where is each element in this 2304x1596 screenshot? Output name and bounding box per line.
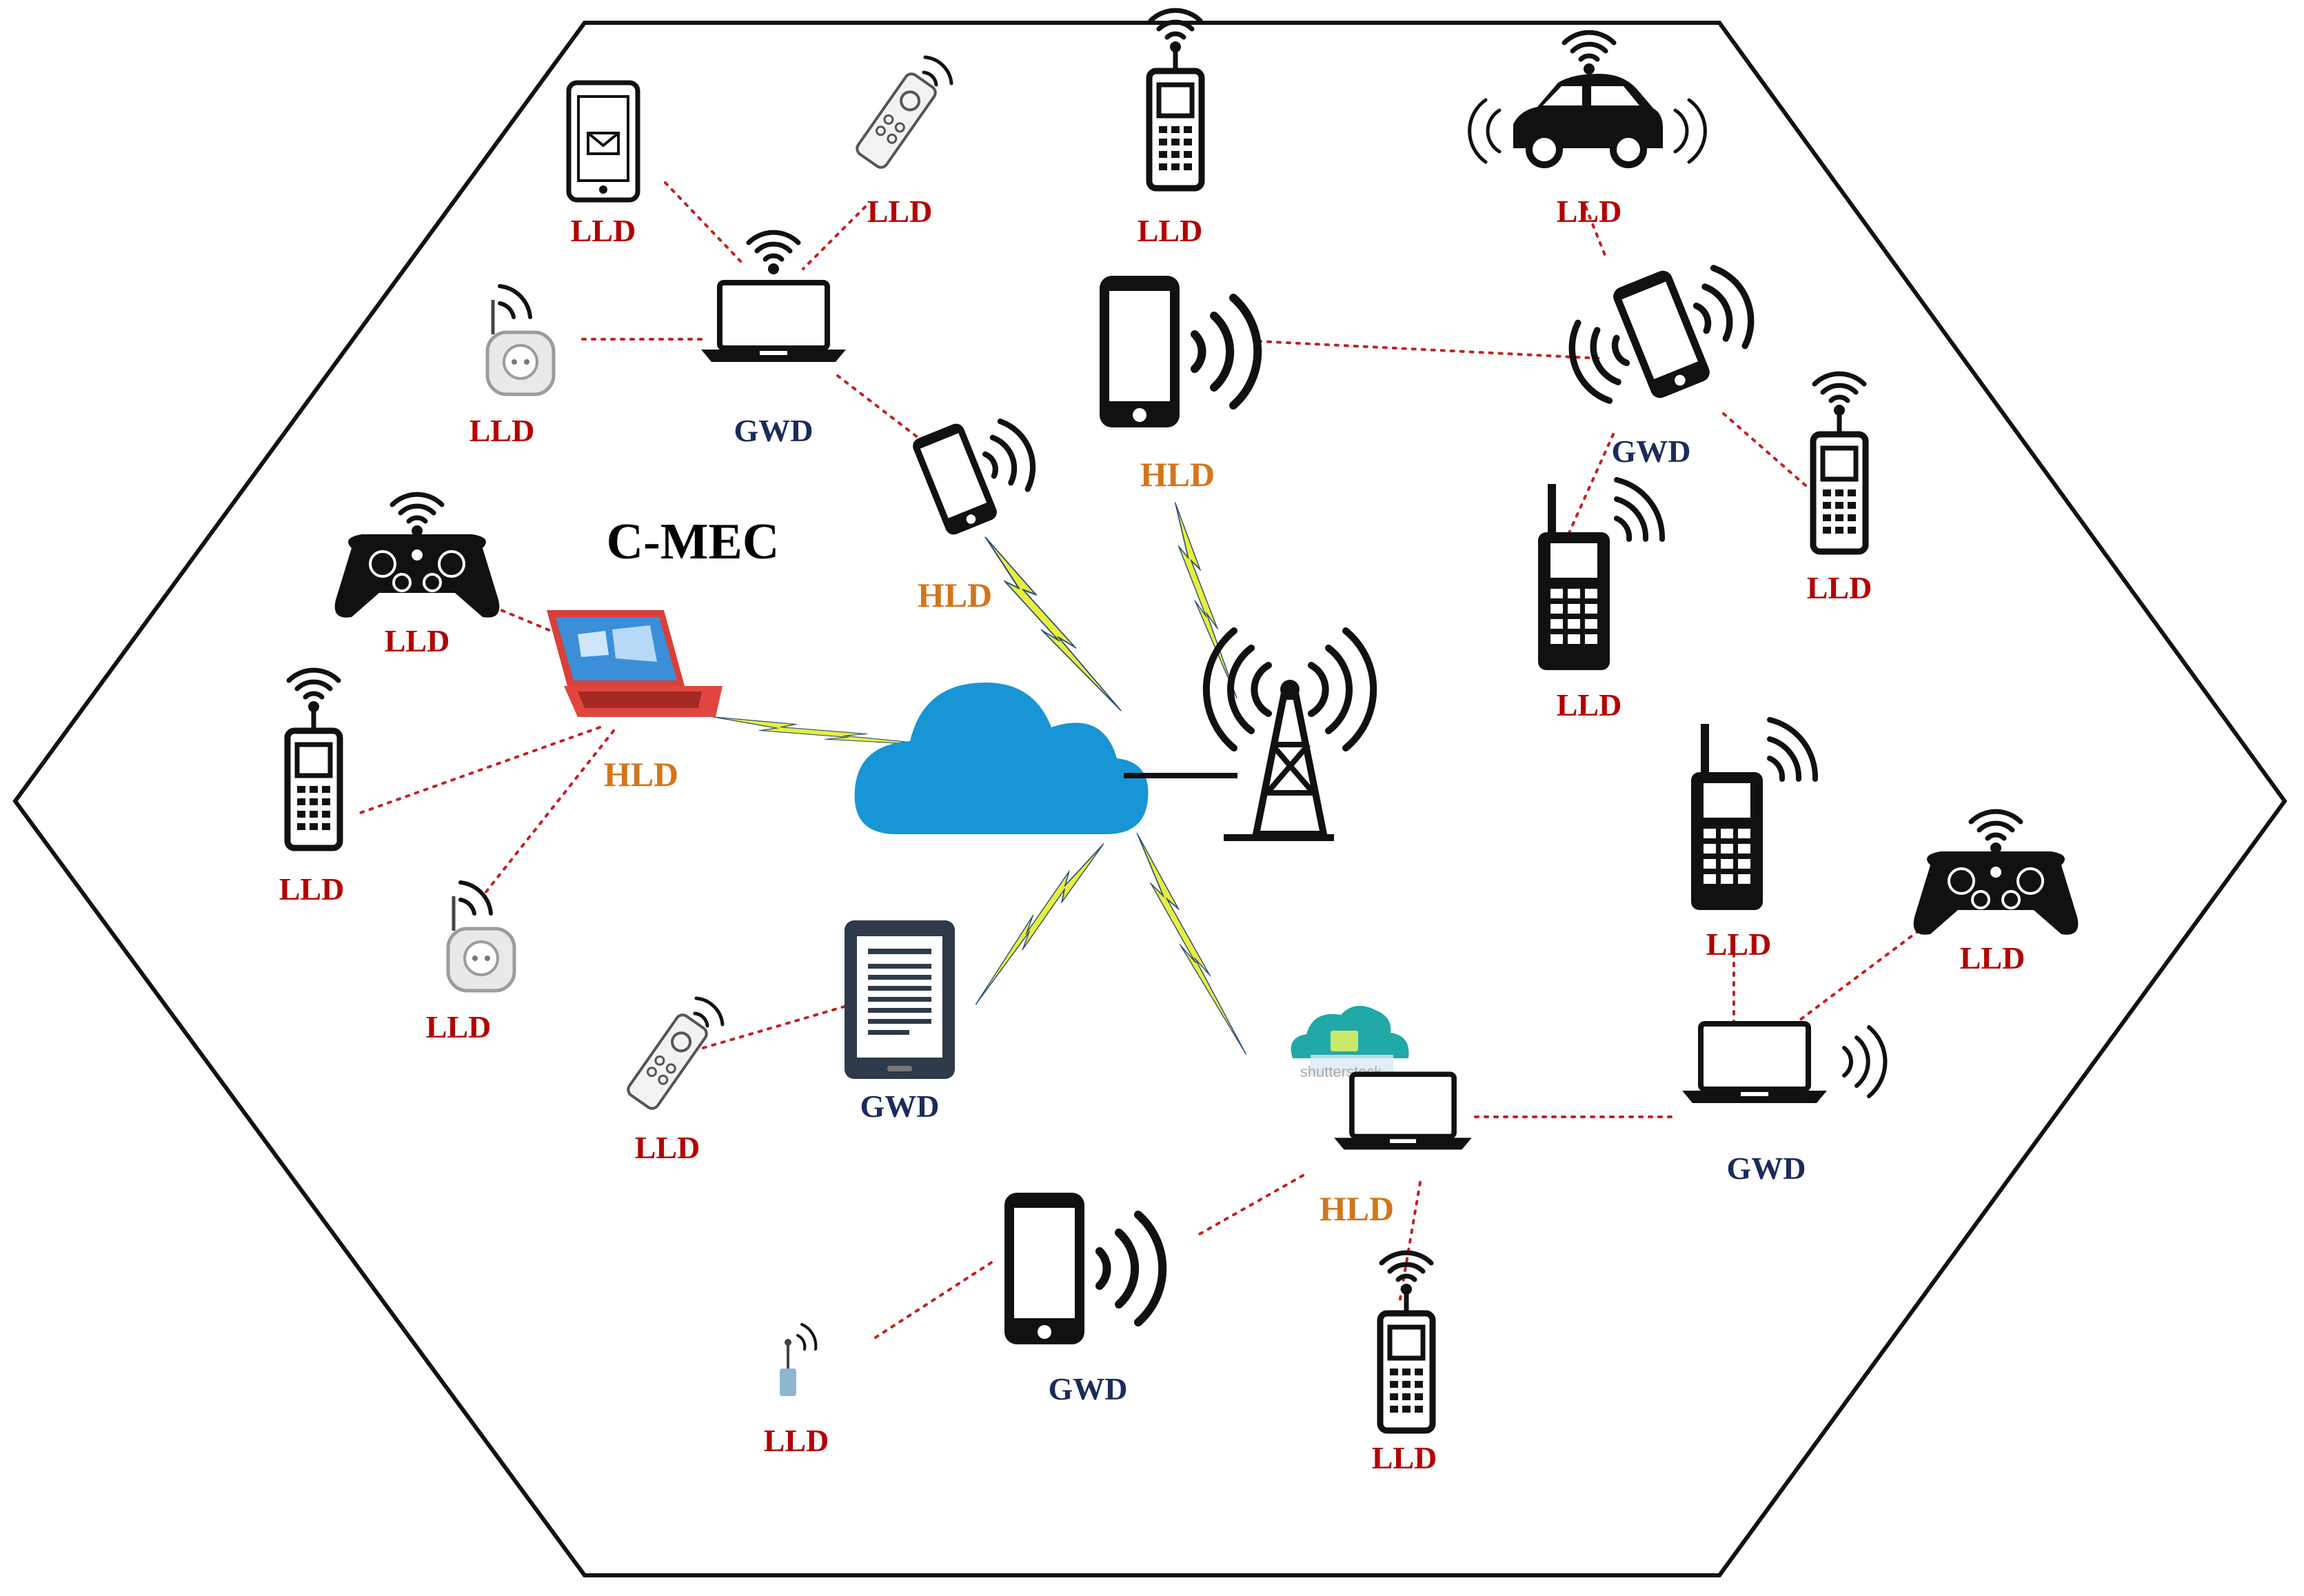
laptop-red-icon — [547, 610, 722, 717]
ereader-icon — [845, 920, 955, 1079]
node-label-hld: HLD — [1140, 455, 1215, 494]
diagram-title: C-MEC — [607, 514, 780, 570]
node-label-lld: LLD — [426, 1009, 492, 1044]
node-label-lld: LLD — [635, 1130, 700, 1165]
link — [874, 1260, 994, 1339]
smartphone-signal-icon — [1100, 276, 1257, 427]
sensor-icon — [780, 1323, 818, 1396]
node-label-lld: LLD — [279, 871, 345, 907]
node-label-lld: LLD — [1372, 1440, 1437, 1475]
link — [481, 729, 615, 898]
node-label-lld: LLD — [385, 623, 450, 658]
node-label-lld: LLD — [1557, 194, 1622, 229]
node-label-gwd: GWD — [1049, 1371, 1128, 1406]
link — [1584, 205, 1608, 260]
cloud-icon — [854, 683, 1149, 834]
node-label-hld: HLD — [604, 755, 678, 794]
link — [1784, 926, 1925, 1032]
link — [357, 726, 601, 815]
node-label-hld: HLD — [918, 576, 992, 614]
laptop-cloud-icon: shutterstock — [1291, 1005, 1472, 1150]
node-label-lld: LLD — [469, 413, 535, 448]
link — [1198, 1174, 1304, 1235]
node-label-lld: LLD — [1138, 213, 1203, 248]
node-label-lld: LLD — [1960, 940, 2025, 976]
cell-tower-icon — [1202, 627, 1377, 841]
node-label-gwd: GWD — [734, 413, 814, 448]
node-label-gwd: GWD — [860, 1089, 940, 1124]
association-links — [357, 181, 1925, 1339]
link — [1722, 412, 1808, 487]
node-label-lld: LLD — [764, 1423, 829, 1458]
node-label-lld: LLD — [1557, 687, 1622, 723]
node-label-gwd: GWD — [1727, 1151, 1806, 1186]
link — [664, 181, 746, 267]
node-label-lld: LLD — [1807, 570, 1872, 605]
link — [1567, 433, 1615, 536]
node-label-gwd: GWD — [1612, 434, 1691, 469]
node-label-hld: HLD — [1320, 1189, 1394, 1228]
tablet-mail-icon — [566, 80, 640, 203]
cell-boundary-hexagon — [12, 21, 2287, 1577]
link — [1398, 1181, 1422, 1304]
link — [836, 374, 929, 446]
node-label-lld: LLD — [867, 194, 933, 229]
connected-car-icon — [1468, 32, 1707, 168]
smartphone-signal-icon — [1004, 1193, 1162, 1344]
node-label-lld: LLD — [571, 213, 636, 248]
link — [1257, 340, 1604, 360]
node-label-lld: LLD — [1706, 927, 1772, 962]
